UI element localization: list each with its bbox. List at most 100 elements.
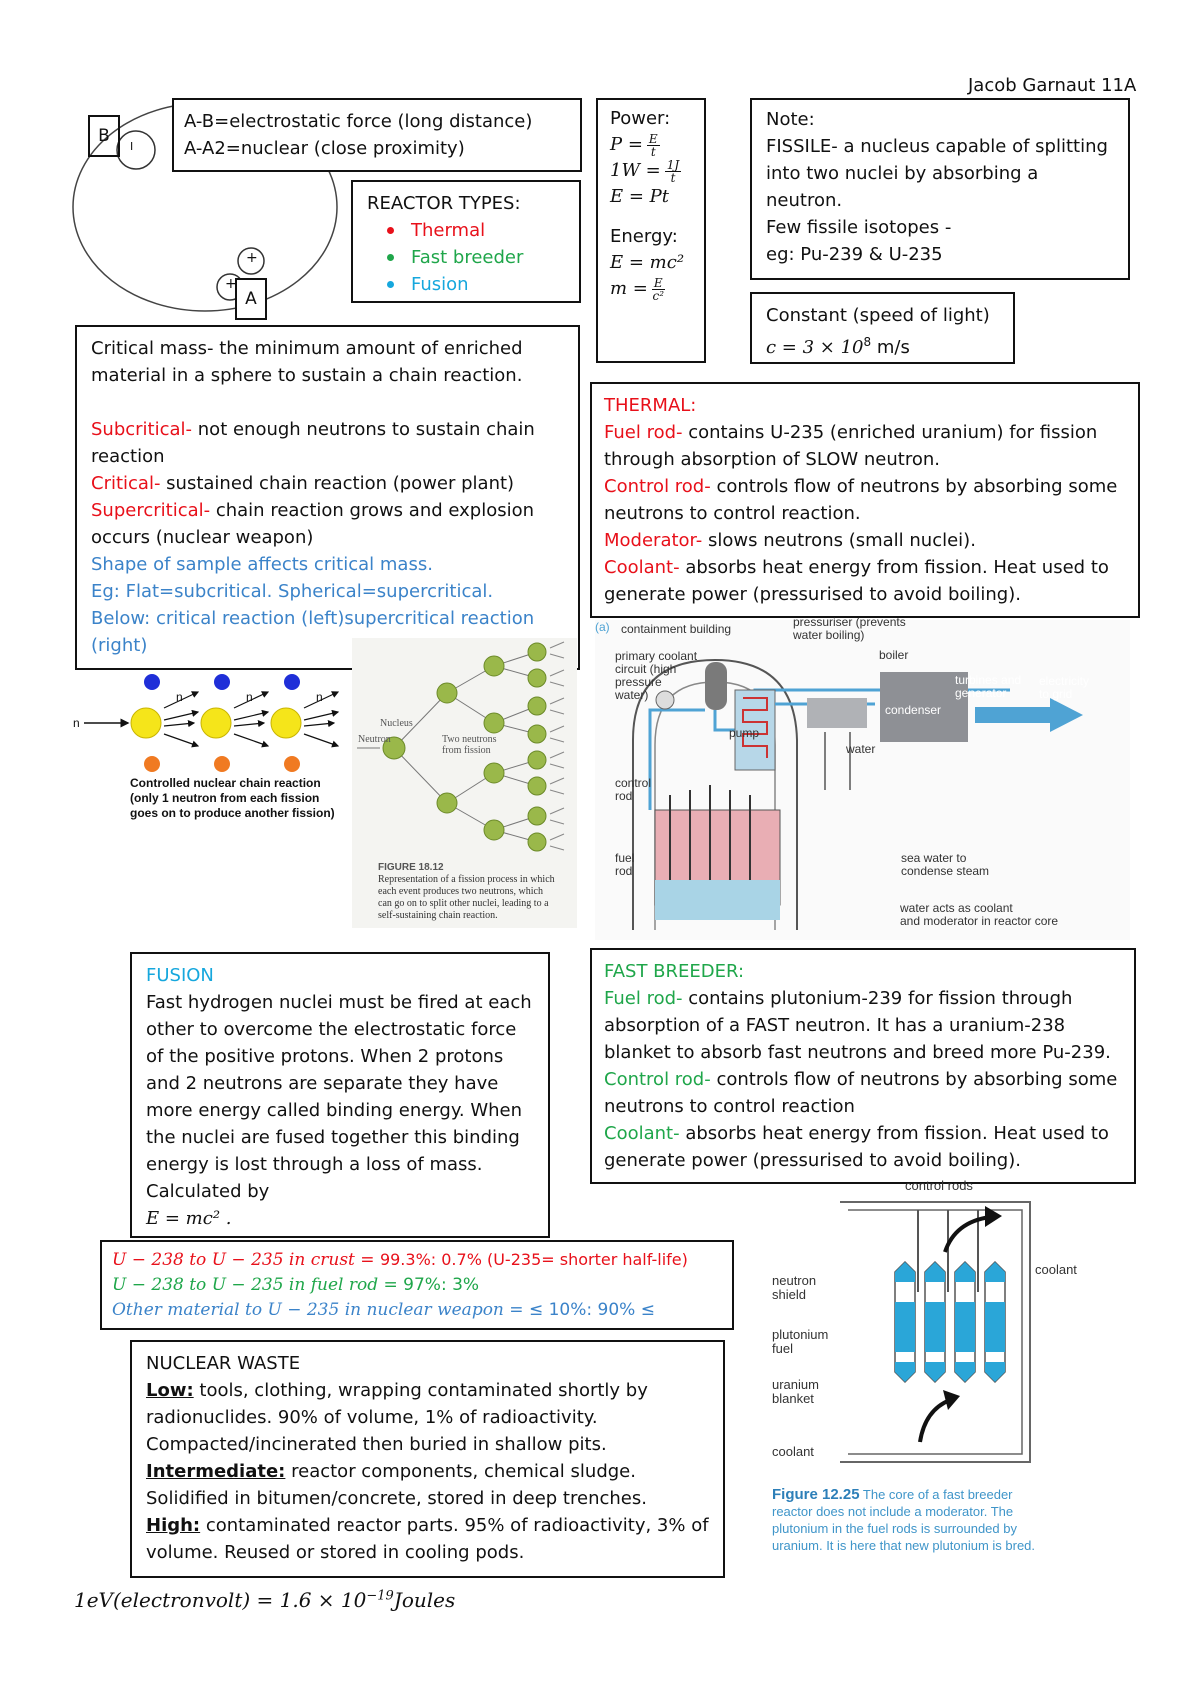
- fusion-box: FUSION Fast hydrogen nuclei must be fire…: [130, 952, 550, 1238]
- fusion-text: Fast hydrogen nuclei must be fired at ea…: [146, 992, 532, 1202]
- waste-title: NUCLEAR WASTE: [146, 1353, 301, 1374]
- reactor-types-title: REACTOR TYPES:: [367, 193, 521, 214]
- label-i: I: [130, 140, 134, 153]
- waste-low: Low: tools, clothing, wrapping contamina…: [146, 1380, 648, 1455]
- plus-sign: +: [225, 276, 237, 292]
- reactor-label: containment building: [621, 622, 732, 636]
- waste-intermediate: Intermediate: reactor components, chemic…: [146, 1461, 647, 1509]
- reactor-label: condenser: [885, 703, 942, 717]
- thermal-reactor-figure: (a) containment building pressuriser (pr…: [595, 616, 1130, 940]
- uranium-ratios-box: U − 238 to U − 235 in crust = 99.3%: 0.7…: [100, 1240, 734, 1330]
- note-line: neutron.: [766, 190, 843, 211]
- mass-energy-equation: E = mc²: [610, 252, 685, 273]
- critical-mass-definition: Critical mass- the minimum amount of enr…: [91, 338, 523, 386]
- fusion-title: FUSION: [146, 965, 214, 986]
- ratio-weapon: Other material to U − 235 in nuclear wea…: [112, 1300, 655, 1320]
- breeder-core-diagram: [840, 1201, 1031, 1463]
- critical-mass-box: Critical mass- the minimum amount of enr…: [75, 325, 580, 670]
- reactor-label: water: [846, 742, 876, 756]
- reactor-schematic: [632, 658, 1083, 930]
- note-line: Note:: [766, 109, 815, 130]
- atom-diagram: B I + + A: [70, 95, 340, 320]
- shape-note: Shape of sample affects critical mass.: [91, 554, 433, 575]
- power-title: Power:: [610, 108, 671, 129]
- breeder-label: coolant: [1035, 1262, 1077, 1277]
- plus-sign: +: [246, 250, 258, 266]
- figure-reference: Below: critical reaction (left)supercrit…: [91, 608, 535, 656]
- reactor-type-fusion: Fusion: [353, 271, 565, 298]
- reactor-label: (a): [595, 620, 610, 634]
- controlled-chain-figure: n n n n Controlled nuclear chain reactio…: [70, 668, 360, 828]
- fast-breeder-coolant: Coolant- absorbs heat energy from fissio…: [604, 1123, 1109, 1171]
- forces-line: A-B=electrostatic force (long distance): [184, 111, 533, 132]
- forces-box: A-B=electrostatic force (long distance) …: [172, 98, 582, 172]
- forces-line: A-A2=nuclear (close proximity): [184, 138, 465, 159]
- thermal-fuel-rod: Fuel rod- contains U-235 (enriched urani…: [604, 422, 1098, 470]
- reactor-type-thermal: Thermal: [353, 217, 565, 244]
- constant-box: Constant (speed of light) c = 3 × 108 m/…: [750, 292, 1015, 364]
- speed-of-light-equation: c = 3 × 108 m/s: [766, 335, 910, 358]
- chain-caption: Controlled nuclear chain reaction (only …: [130, 776, 335, 820]
- waste-high: High: contaminated reactor parts. 95% of…: [146, 1515, 709, 1563]
- constant-title: Constant (speed of light): [766, 305, 990, 326]
- thermal-box: THERMAL: Fuel rod- contains U-235 (enric…: [590, 382, 1140, 618]
- fast-breeder-control-rod: Control rod- controls flow of neutrons b…: [604, 1069, 1118, 1117]
- electronvolt-equation: 1eV(electronvolt) = 1.6 × 10−19Joules: [74, 1588, 456, 1612]
- fast-breeder-fuel-rod: Fuel rod- contains plutonium-239 for fis…: [604, 988, 1111, 1063]
- fusion-equation: E = mc² .: [146, 1208, 232, 1229]
- neutron-label: Neutron: [358, 734, 391, 745]
- note-line: Few fissile isotopes -: [766, 217, 952, 238]
- note-line: into two nuclei by absorbing a: [766, 163, 1039, 184]
- thermal-coolant: Coolant- absorbs heat energy from fissio…: [604, 557, 1109, 605]
- fast-breeder-box: FAST BREEDER: Fuel rod- contains plutoni…: [590, 948, 1136, 1184]
- ratio-fuel-rod: U − 238 to U − 235 in fuel rod = 97%: 3%: [112, 1275, 480, 1295]
- nucleus-label: Nucleus: [380, 718, 413, 729]
- energy-power-equation: E = Pt: [610, 186, 670, 207]
- label-a: A: [235, 278, 267, 320]
- neutron-label: n: [176, 690, 183, 704]
- note-line: eg: Pu-239 & U-235: [766, 244, 943, 265]
- fission-figure-caption: FIGURE 18.12 Representation of a fission…: [378, 862, 555, 921]
- label-b: B: [88, 115, 120, 157]
- thermal-moderator: Moderator- slows neutrons (small nuclei)…: [604, 530, 976, 551]
- neutron-label: n: [246, 690, 253, 704]
- energy-title: Energy:: [610, 226, 678, 247]
- reactor-label: pump: [729, 726, 760, 740]
- breeder-figure-caption: Figure 12.25 The core of a fast breeder …: [772, 1486, 1036, 1553]
- shape-example: Eg: Flat=subcritical. Spherical=supercri…: [91, 581, 494, 602]
- reactor-types-box: REACTOR TYPES: Thermal Fast breeder Fusi…: [351, 180, 581, 303]
- fission-tree-diagram: [357, 641, 565, 852]
- reactor-label: boiler: [879, 648, 909, 662]
- thermal-title: THERMAL:: [604, 395, 697, 416]
- critical-def: Critical- sustained chain reaction (powe…: [91, 473, 515, 494]
- subcritical-def: Subcritical- not enough neutrons to sust…: [91, 419, 535, 467]
- breeder-label: control rods: [905, 1178, 973, 1193]
- chain-reaction-diagram: [84, 674, 340, 772]
- fast-breeder-title: FAST BREEDER:: [604, 961, 745, 982]
- thermal-control-rod: Control rod- controls flow of neutrons b…: [604, 476, 1118, 524]
- note-line: FISSILE- a nucleus capable of splitting: [766, 136, 1108, 157]
- ratio-crust: U − 238 to U − 235 in crust = 99.3%: 0.7…: [112, 1250, 688, 1270]
- nuclear-waste-box: NUCLEAR WASTE Low: tools, clothing, wrap…: [130, 1340, 725, 1578]
- note-box: Note: FISSILE- a nucleus capable of spli…: [750, 98, 1130, 280]
- breeder-label: coolant: [772, 1444, 814, 1459]
- supercritical-def: Supercritical- chain reaction grows and …: [91, 500, 535, 548]
- neutron-label: n: [73, 716, 80, 730]
